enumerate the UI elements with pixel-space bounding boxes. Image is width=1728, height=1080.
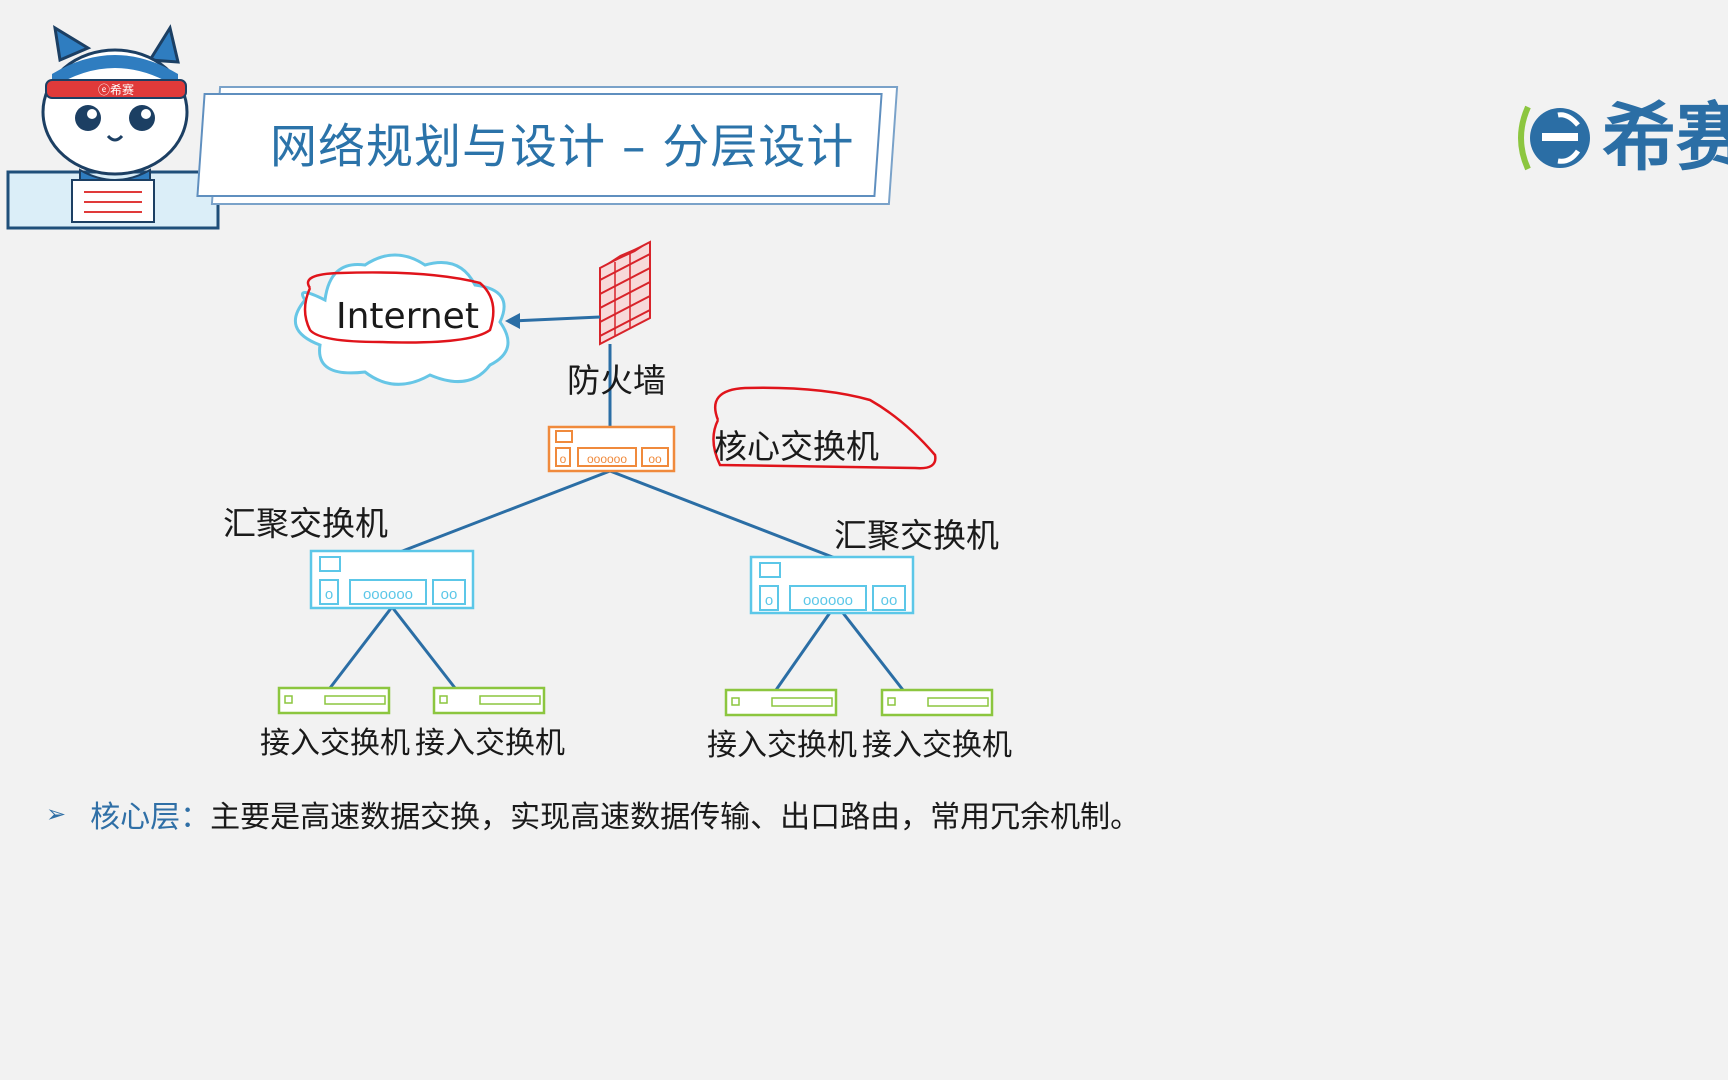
core-small-ports: oo: [648, 452, 662, 466]
internet-label: Internet: [336, 296, 479, 337]
access-switch-label: 接入交换机: [260, 718, 410, 762]
access-switch-icon: [279, 688, 389, 713]
access-switch-label: 接入交换机: [707, 720, 857, 764]
agg-left-port-row: oooooo: [363, 586, 413, 603]
core-switch-icon: o oooooo oo: [549, 427, 674, 471]
link-core-agg-right: [610, 471, 835, 558]
agg-left-small-ports: oo: [441, 586, 458, 603]
agg-left-single-port: o: [325, 586, 333, 603]
agg-switch-right-icon: o oooooo oo: [751, 557, 913, 613]
arrow-head-icon: [505, 313, 520, 329]
access-switch-label: 接入交换机: [862, 720, 1012, 764]
core-single-port: o: [560, 452, 567, 466]
agg-switch-right-label: 汇聚交换机: [834, 509, 999, 557]
bullet-term: 核心层：: [90, 792, 210, 836]
agg-switch-left-label: 汇聚交换机: [223, 497, 388, 545]
core-switch-label: 核心交换机: [714, 420, 879, 468]
core-port-row: oooooo: [587, 452, 627, 466]
access-switch-label: 接入交换机: [415, 718, 565, 762]
link-aggr-access4: [836, 604, 903, 690]
firewall-icon: [600, 242, 650, 344]
link-aggr-access3: [776, 604, 836, 690]
access-switch-icon: [726, 690, 836, 715]
agg-right-single-port: o: [765, 592, 773, 609]
link-core-agg-left: [387, 471, 610, 557]
agg-right-small-ports: oo: [881, 592, 898, 609]
agg-switch-left-icon: o oooooo oo: [311, 551, 473, 608]
bullet-text: 主要是高速数据交换，实现高速数据传输、出口路由，常用冗余机制。: [210, 792, 1140, 836]
bullet-arrow-icon: ➢: [46, 800, 66, 828]
access-switch-icon: [882, 690, 992, 715]
access-switch-icon: [434, 688, 544, 713]
link-aggl-access2: [392, 607, 455, 688]
agg-right-port-row: oooooo: [803, 592, 853, 609]
firewall-label: 防火墙: [567, 354, 666, 402]
link-aggl-access1: [330, 607, 392, 688]
bullet-core-layer: ➢ 核心层： 主要是高速数据交换，实现高速数据传输、出口路由，常用冗余机制。: [46, 792, 1140, 836]
link-firewall-internet: [512, 317, 600, 321]
